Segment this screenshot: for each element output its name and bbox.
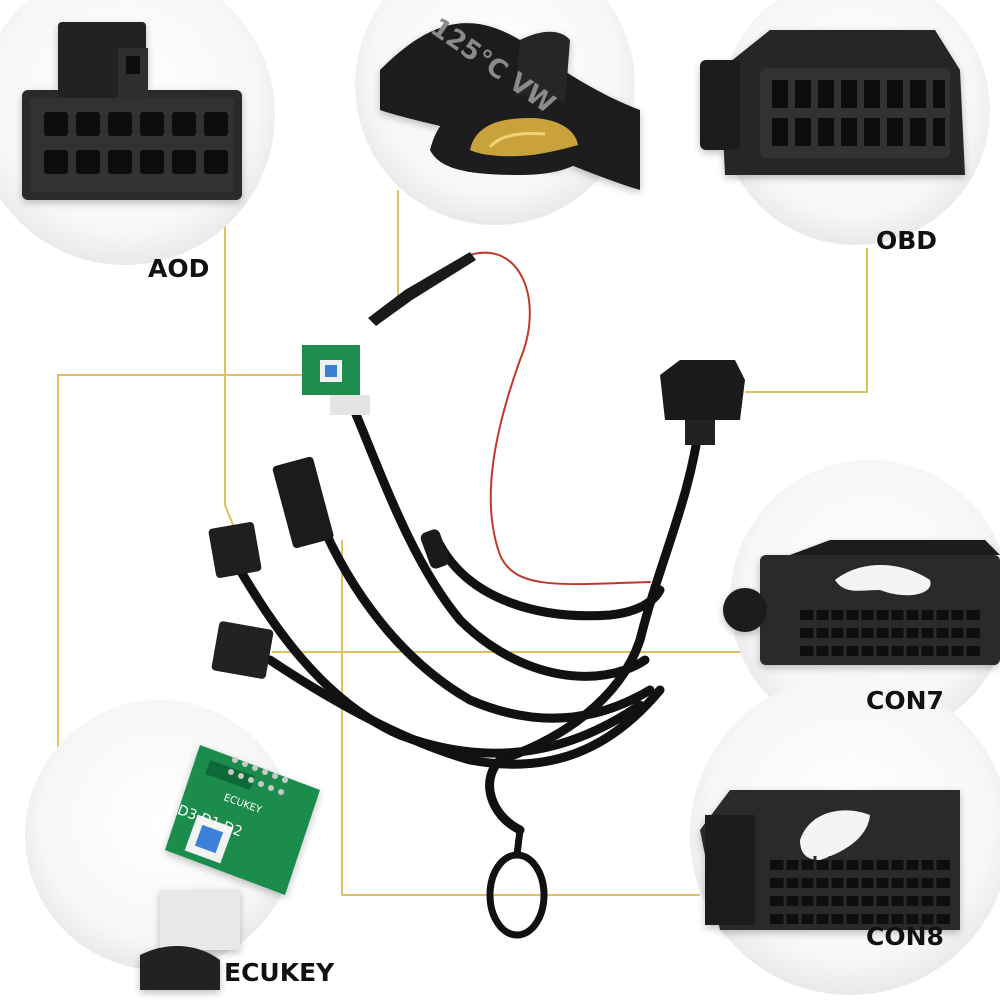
harness-aod-plug: [208, 522, 262, 578]
leader-lines: [57, 190, 868, 896]
harness-ecukey-pcb: [302, 345, 370, 415]
inset-aod-connector: [0, 0, 275, 265]
harness-con7-plug: [211, 621, 274, 679]
inset-obd-connector: [700, 0, 990, 245]
harness-connectors: [208, 252, 745, 679]
harness-long-plug: [272, 456, 334, 549]
aod-pin-holes: [44, 112, 228, 174]
inset-heat-shrink-clip: 125°C VW: [355, 0, 640, 225]
label-aod: AOD: [148, 254, 210, 283]
probe-tip: [368, 252, 476, 326]
inset-con7-connector: [723, 460, 1000, 740]
label-obd: OBD: [876, 226, 938, 255]
inset-ecukey-board: ECUKEY D3 D1 D2: [25, 700, 320, 990]
harness-obd-plug: [660, 360, 745, 445]
label-ecukey: ECUKEY: [224, 958, 335, 987]
harness-round-jack: [420, 529, 450, 569]
label-con8: CON8: [866, 922, 944, 951]
label-con7: CON7: [866, 686, 944, 715]
inset-con8-connector: [690, 675, 1000, 995]
red-wire: [469, 251, 651, 586]
cable-harness: [235, 251, 705, 939]
